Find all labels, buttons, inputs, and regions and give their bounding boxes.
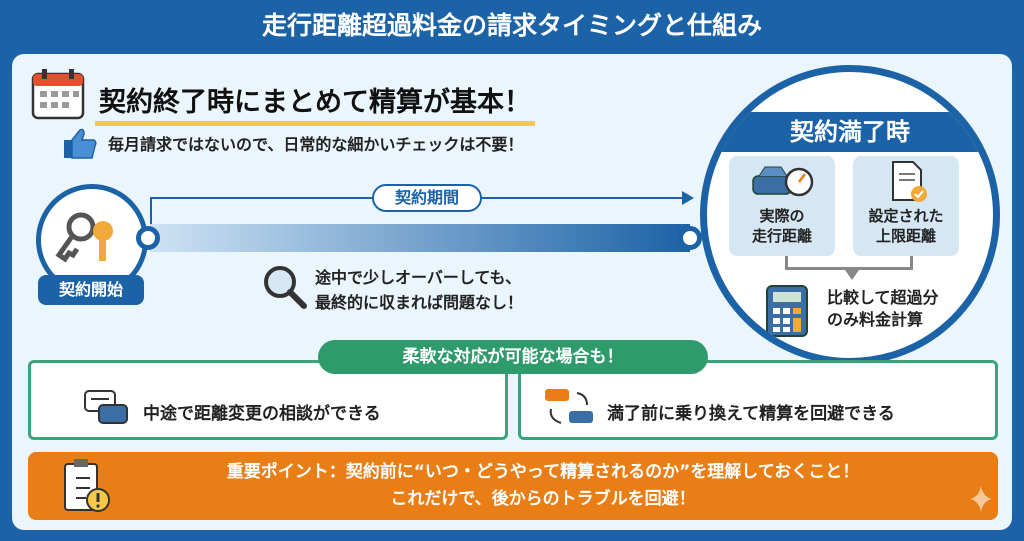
flex-title: 柔軟な対応が可能な場合も！ xyxy=(318,340,708,374)
calc-note-line1: 比較して超過分 xyxy=(827,288,939,307)
key-icon xyxy=(55,212,113,263)
actual-distance-line2: 走行距離 xyxy=(751,227,812,245)
calculator-icon xyxy=(766,285,808,337)
sparkle-icon xyxy=(970,486,992,512)
end-node xyxy=(678,226,702,250)
start-node xyxy=(136,226,160,250)
important-line1: 重要ポイント：契約前に“いつ・どうやって精算されるのか”を理解しておくこと！ xyxy=(226,462,860,482)
flex-option-consult-text: 中途で距離変更の相談ができる xyxy=(143,404,381,424)
mid-note-line2: 最終的に収まれば問題なし！ xyxy=(315,293,524,312)
contract-end-circle: 契約満了時 実際の 走行距離 設定された 上限距離 比較して超過分 のみ料金計算 xyxy=(700,65,1000,365)
thumbs-up-icon xyxy=(64,128,97,159)
chat-bubbles-icon xyxy=(84,390,128,424)
page-title: 走行距離超過料金の請求タイミングと仕組み xyxy=(261,11,762,40)
flex-option-switch-text: 満了前に乗り換えて精算を回避できる xyxy=(607,404,895,424)
car-swap-icon xyxy=(545,389,593,424)
timeline-arrow xyxy=(150,224,690,252)
actual-distance-box: 実際の 走行距離 xyxy=(729,156,835,256)
period-label: 契約期間 xyxy=(372,184,482,212)
important-line2: これだけで、後からのトラブルを回避！ xyxy=(390,489,696,509)
calendar-icon xyxy=(31,69,85,120)
actual-distance-line1: 実際の xyxy=(759,207,805,225)
limit-distance-box: 設定された 上限距離 xyxy=(853,156,959,256)
mid-note-line1: 途中で少しオーバーしても、 xyxy=(315,268,522,287)
limit-distance-line1: 設定された xyxy=(868,207,944,225)
important-point-banner: 重要ポイント：契約前に“いつ・どうやって精算されるのか”を理解しておくこと！ こ… xyxy=(28,452,998,520)
headline: 契約終了時にまとめて精算が基本！ xyxy=(95,80,535,126)
subline: 毎月請求ではないので、日常的な細かいチェックは不要！ xyxy=(108,135,524,154)
compare-bracket xyxy=(785,256,913,270)
calc-note: 比較して超過分 のみ料金計算 xyxy=(827,287,939,331)
magnifier-icon xyxy=(264,266,307,309)
car-speedometer-icon xyxy=(752,166,814,197)
start-label: 契約開始 xyxy=(38,275,144,305)
period-line-start xyxy=(150,197,152,227)
contract-end-title: 契約満了時 xyxy=(707,112,993,152)
document-check-icon xyxy=(892,161,927,202)
arrow-down-icon xyxy=(845,270,859,280)
calc-note-line2: のみ料金計算 xyxy=(827,310,924,329)
limit-distance-line2: 上限距離 xyxy=(875,227,936,245)
arrow-right-icon xyxy=(682,191,694,205)
mid-note: 途中で少しオーバーしても、 最終的に収まれば問題なし！ xyxy=(315,265,523,315)
clipboard-warning-icon xyxy=(64,459,110,512)
